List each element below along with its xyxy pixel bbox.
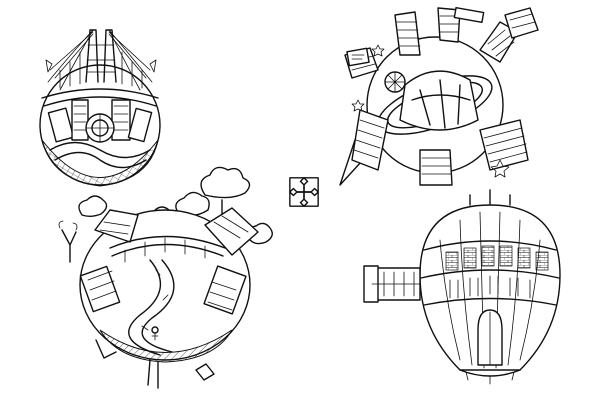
dome-building-planet (363, 189, 561, 385)
four-arrows-outward-icon (289, 177, 319, 207)
forest-road-planet (58, 166, 273, 389)
city-planet (339, 6, 539, 186)
bridge-planet (39, 29, 161, 187)
